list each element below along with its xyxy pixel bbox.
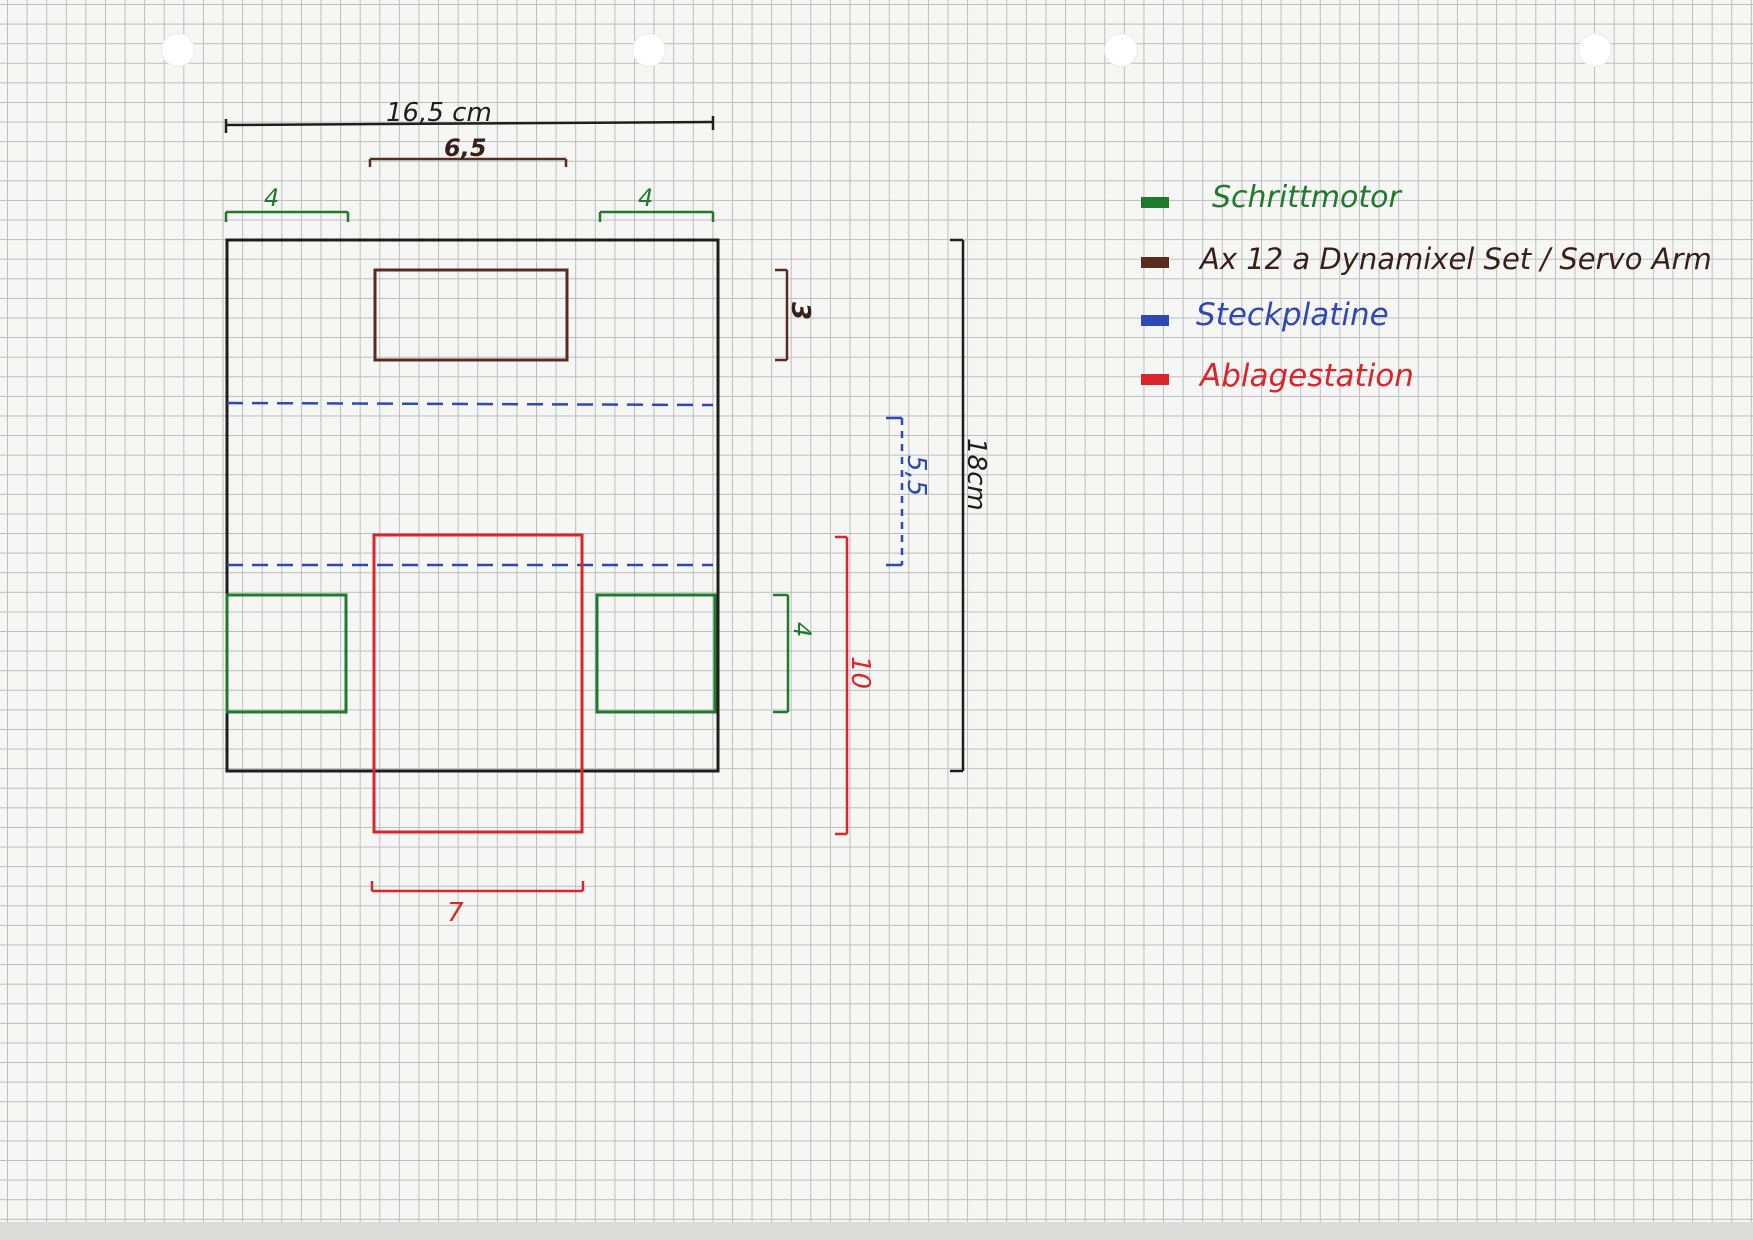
- legend-label-stepper: Schrittmotor: [1212, 180, 1402, 215]
- dim-stepper-height: [773, 593, 790, 714]
- label-stepper-right-width: 4: [638, 184, 653, 212]
- dim-servo-height: [775, 268, 789, 362]
- legend-label-servo: Ax 12 a Dynamixel Set / Servo Arm: [1198, 242, 1712, 276]
- legend-swatch-servo: [1141, 257, 1169, 268]
- dim-dropoff-height: [835, 535, 849, 836]
- dim-total-height: [950, 238, 965, 773]
- dim-stepper-left-width: [224, 210, 350, 222]
- label-dropoff-width: 7: [447, 898, 464, 928]
- label-breadboard-gap: 5,5: [901, 455, 931, 496]
- legend-label-breadboard: Steckplatine: [1196, 297, 1389, 333]
- punch-hole: [1578, 33, 1612, 67]
- legend-label-dropoff: Ablagestation: [1198, 358, 1414, 394]
- legend-swatch-breadboard: [1141, 315, 1169, 326]
- stepper-motor-right: [595, 593, 717, 714]
- dim-servo-width: [368, 157, 568, 167]
- paper-edge: [0, 1222, 1753, 1240]
- label-servo-height: 3: [785, 302, 815, 320]
- punch-hole: [161, 33, 195, 67]
- label-stepper-height: 4: [788, 622, 816, 637]
- punch-hole: [632, 33, 666, 67]
- stepper-motor-left: [225, 593, 348, 714]
- label-stepper-left-width: 4: [264, 184, 279, 212]
- legend-swatch-stepper: [1141, 197, 1169, 208]
- label-total-width: 16,5 cm: [386, 98, 492, 128]
- dim-dropoff-width: [370, 881, 585, 893]
- label-servo-width: 6,5: [444, 134, 487, 162]
- legend: Schrittmotor Ax 12 a Dynamixel Set / Ser…: [1141, 180, 1712, 394]
- base-plate-outline: [225, 238, 720, 773]
- dim-stepper-right-width: [598, 210, 715, 222]
- dropoff-station: [372, 533, 584, 834]
- legend-swatch-dropoff: [1141, 374, 1169, 385]
- dim-breadboard-gap: [886, 416, 904, 567]
- label-total-height: 18cm: [961, 438, 991, 511]
- label-dropoff-height: 10: [845, 656, 875, 689]
- breadboard-line-top: [226, 401, 714, 407]
- servo-arm-block: [373, 268, 569, 362]
- punch-hole: [1104, 33, 1138, 67]
- dim-total-width: [224, 116, 715, 133]
